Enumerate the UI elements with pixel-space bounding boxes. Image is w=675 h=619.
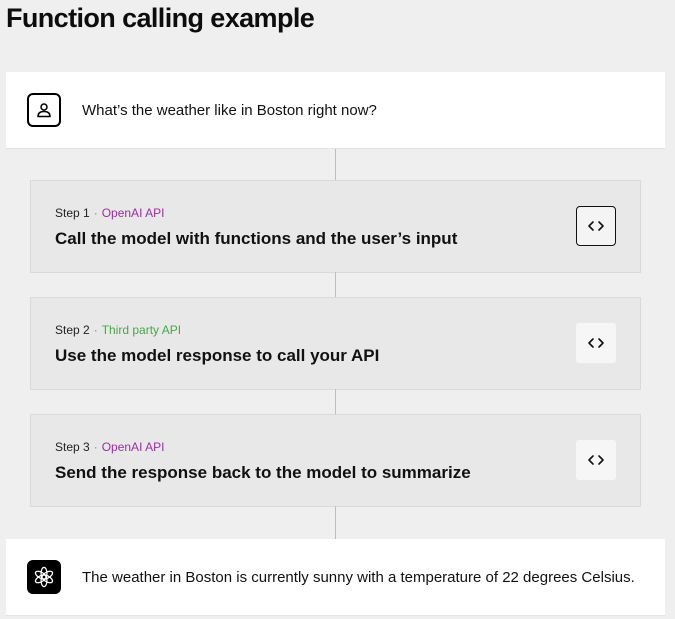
flow-connector <box>335 389 336 415</box>
openai-logo-icon <box>27 560 61 594</box>
separator: · <box>93 323 98 337</box>
step-card-2[interactable]: Step 2·Third party API Use the model res… <box>30 297 641 390</box>
step-meta: Step 3·OpenAI API <box>55 440 164 454</box>
code-button[interactable] <box>576 206 616 246</box>
step-card-3[interactable]: Step 3·OpenAI API Send the response back… <box>30 414 641 507</box>
step-meta: Step 2·Third party API <box>55 323 181 337</box>
step-card-1[interactable]: Step 1·OpenAI API Call the model with fu… <box>30 180 641 273</box>
step-api: OpenAI API <box>101 206 165 220</box>
user-message: What’s the weather like in Boston right … <box>6 72 665 149</box>
code-icon <box>588 455 604 465</box>
step-api: Third party API <box>101 323 182 337</box>
page-title: Function calling example <box>6 3 315 33</box>
user-message-text: What’s the weather like in Boston right … <box>82 101 377 119</box>
code-icon <box>588 338 604 348</box>
step-label: Step 3 <box>55 440 90 454</box>
step-meta: Step 1·OpenAI API <box>55 206 164 220</box>
flow-connector <box>335 149 336 181</box>
step-title: Use the model response to call your API <box>55 346 380 365</box>
flow-connector <box>335 506 336 540</box>
flow-connector <box>335 272 336 298</box>
step-label: Step 1 <box>55 206 90 220</box>
step-title: Call the model with functions and the us… <box>55 229 458 248</box>
assistant-message: The weather in Boston is currently sunny… <box>6 539 665 616</box>
separator: · <box>93 440 98 454</box>
step-label: Step 2 <box>55 323 90 337</box>
user-icon <box>27 93 61 127</box>
step-api: OpenAI API <box>101 440 165 454</box>
code-button[interactable] <box>576 440 616 480</box>
separator: · <box>93 206 98 220</box>
code-icon <box>588 221 604 231</box>
assistant-message-text: The weather in Boston is currently sunny… <box>82 568 635 586</box>
code-button[interactable] <box>576 323 616 363</box>
step-title: Send the response back to the model to s… <box>55 463 471 482</box>
